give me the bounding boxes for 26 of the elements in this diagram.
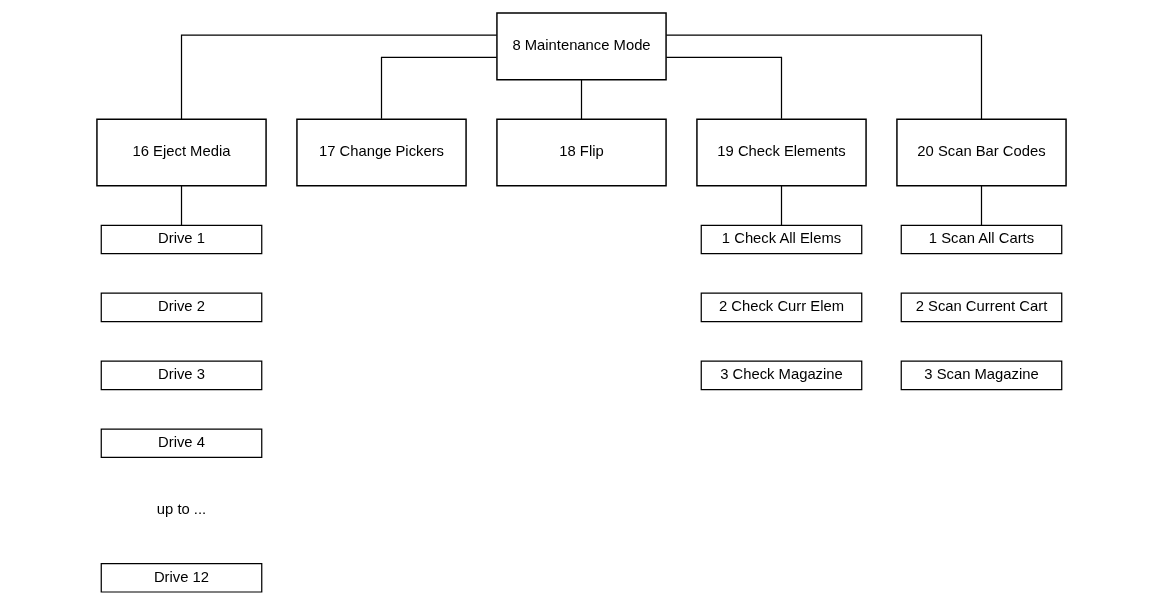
- node-box: 2 Scan Current Cart: [900, 292, 1062, 323]
- node-box: 19 Check Elements: [695, 118, 867, 187]
- node-box: Drive 1: [100, 224, 262, 255]
- label: up to ...: [156, 501, 206, 518]
- node-box: Drive 2: [100, 292, 262, 323]
- connector: [780, 185, 782, 226]
- node-box: Drive 4: [100, 428, 262, 459]
- node-box: 17 Change Pickers: [295, 118, 467, 187]
- connector: [665, 56, 782, 120]
- connector: [180, 34, 497, 120]
- node-box: 3 Check Magazine: [700, 360, 862, 391]
- node-box: 18 Flip: [495, 118, 667, 187]
- connector: [980, 185, 982, 226]
- node-box: 16 Eject Media: [95, 118, 267, 187]
- connector: [665, 34, 982, 120]
- connector: [180, 185, 182, 226]
- connector: [580, 79, 582, 120]
- node-box: Drive 3: [100, 360, 262, 391]
- node-box: Drive 12: [100, 563, 262, 593]
- node-box: 2 Check Curr Elem: [700, 292, 862, 323]
- node-box: 1 Check All Elems: [700, 224, 862, 255]
- node-box: 20 Scan Bar Codes: [895, 118, 1067, 187]
- node-box: 1 Scan All Carts: [900, 224, 1062, 255]
- node-box: 3 Scan Magazine: [900, 360, 1062, 391]
- connector: [380, 56, 497, 120]
- node-box: 8 Maintenance Mode: [495, 12, 667, 81]
